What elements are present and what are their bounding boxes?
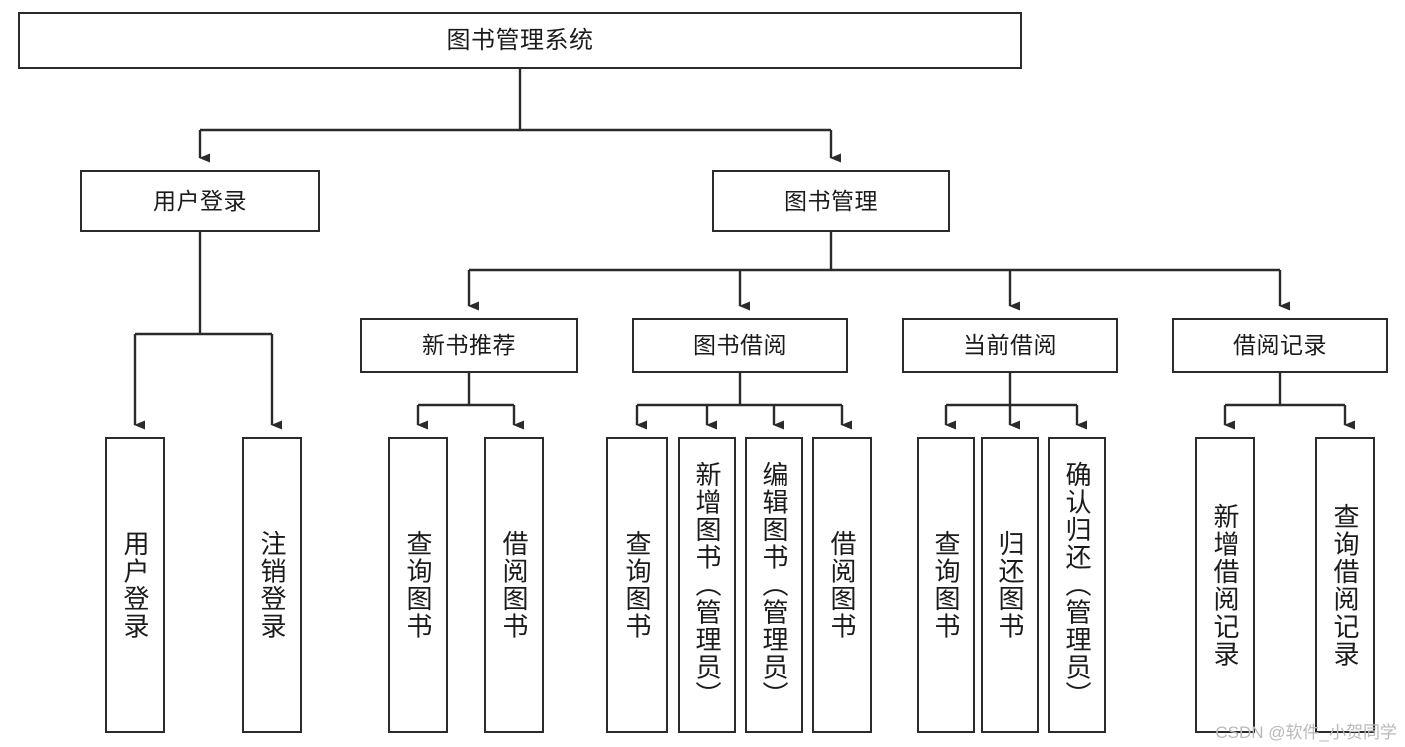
leaf-user-login-label: 用户登录 (120, 530, 150, 640)
node-new-book-recommend-label: 新书推荐 (422, 332, 516, 359)
leaf-add-borrow-record-label: 新增借阅记录 (1210, 502, 1240, 668)
leaf-return-book-label: 归还图书 (995, 530, 1025, 640)
leaf-query-book-borrow[interactable]: 查询图书 (606, 437, 668, 733)
csdn-watermark: CSDN @软件_小贺同学 (1215, 723, 1397, 742)
node-book-borrow-label: 图书借阅 (693, 332, 787, 359)
node-user-login[interactable]: 用户登录 (80, 170, 320, 232)
leaf-query-borrow-record[interactable]: 查询借阅记录 (1315, 437, 1375, 733)
leaf-return-book[interactable]: 归还图书 (981, 437, 1039, 733)
leaf-query-book-recommend-label: 查询图书 (403, 530, 433, 640)
leaf-confirm-return[interactable]: 确认归还（管理员） (1048, 437, 1106, 733)
node-borrow-record-label: 借阅记录 (1233, 332, 1327, 359)
node-book-manage-label: 图书管理 (784, 187, 878, 214)
leaf-borrow-book[interactable]: 借阅图书 (812, 437, 872, 733)
leaf-query-borrow-record-label: 查询借阅记录 (1330, 502, 1360, 668)
leaf-logout[interactable]: 注销登录 (242, 437, 302, 733)
leaf-logout-label: 注销登录 (257, 530, 287, 640)
leaf-add-book-label: 新增图书（管理员） (692, 461, 722, 709)
node-current-borrow[interactable]: 当前借阅 (902, 318, 1118, 373)
node-root-label: 图书管理系统 (446, 26, 594, 54)
leaf-query-book-recommend[interactable]: 查询图书 (388, 437, 448, 733)
leaf-query-book-current-label: 查询图书 (931, 530, 961, 640)
leaf-add-book[interactable]: 新增图书（管理员） (678, 437, 736, 733)
node-root[interactable]: 图书管理系统 (18, 12, 1022, 69)
node-borrow-record[interactable]: 借阅记录 (1172, 318, 1388, 373)
leaf-query-book-current[interactable]: 查询图书 (917, 437, 975, 733)
node-current-borrow-label: 当前借阅 (963, 332, 1057, 359)
leaf-edit-book[interactable]: 编辑图书（管理员） (745, 437, 803, 733)
leaf-borrow-book-recommend-label: 借阅图书 (499, 530, 529, 640)
leaf-user-login[interactable]: 用户登录 (105, 437, 165, 733)
leaf-borrow-book-label: 借阅图书 (827, 530, 857, 640)
leaf-confirm-return-label: 确认归还（管理员） (1062, 461, 1092, 709)
leaf-edit-book-label: 编辑图书（管理员） (759, 461, 789, 709)
node-book-borrow[interactable]: 图书借阅 (632, 318, 848, 373)
leaf-borrow-book-recommend[interactable]: 借阅图书 (484, 437, 544, 733)
node-user-login-label: 用户登录 (153, 187, 247, 214)
leaf-add-borrow-record[interactable]: 新增借阅记录 (1195, 437, 1255, 733)
node-book-manage[interactable]: 图书管理 (712, 170, 950, 232)
leaf-query-book-borrow-label: 查询图书 (622, 530, 652, 640)
node-new-book-recommend[interactable]: 新书推荐 (360, 318, 578, 373)
